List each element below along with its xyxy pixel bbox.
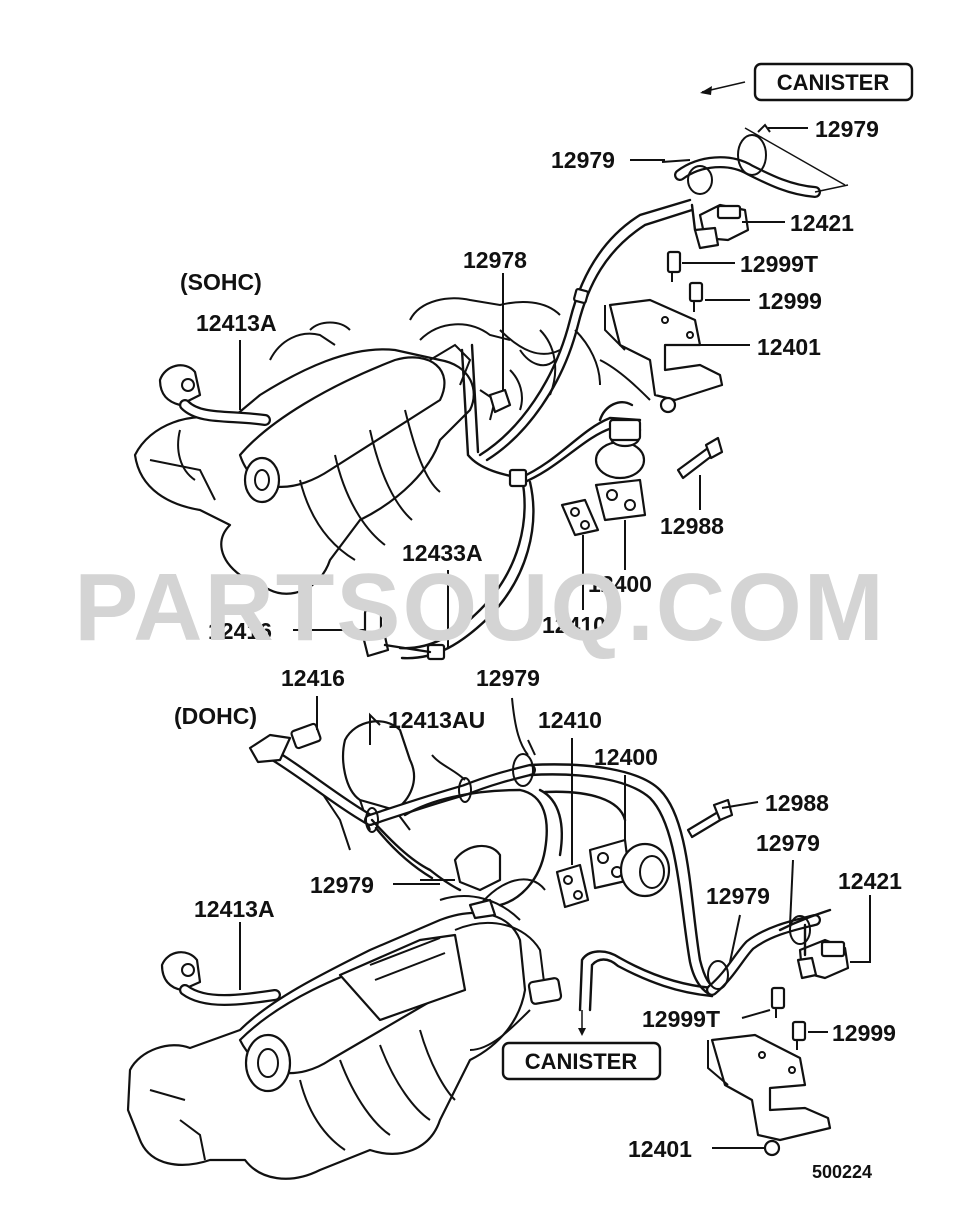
dohc-variant-label: (DOHC) — [174, 703, 257, 729]
callout-12979: 12979 — [756, 830, 820, 856]
diagram-number: 500224 — [812, 1162, 872, 1182]
callout-12421: 12421 — [838, 868, 902, 894]
callout-12978: 12978 — [463, 247, 527, 273]
dohc-solenoid-valve — [706, 908, 850, 996]
sohc-variant-label: (SOHC) — [180, 269, 262, 295]
callout-12979: 12979 — [706, 883, 770, 909]
callout-12413A: 12413A — [194, 896, 275, 922]
callout-12410: 12410 — [538, 707, 602, 733]
callout-12400: 12400 — [594, 744, 658, 770]
dohc-fittings — [248, 722, 536, 920]
callout-12979: 12979 — [310, 872, 374, 898]
dohc-section: CANISTER (DOHC) 12416 12979 12413AU 1241… — [126, 665, 902, 1180]
dohc-canister-callout: CANISTER — [501, 1010, 662, 1081]
callout-12416: 12416 — [208, 618, 272, 644]
sohc-section: CANISTER (SOHC) 12979 12979 12421 — [133, 62, 914, 661]
dohc-canister-box — [501, 1041, 662, 1081]
dohc-egr-valve-assembly — [555, 798, 734, 909]
callout-12979: 12979 — [551, 147, 615, 173]
callout-12999: 12999 — [832, 1020, 896, 1046]
callout-12979: 12979 — [815, 116, 879, 142]
callout-12401: 12401 — [757, 334, 821, 360]
sohc-solenoid-valve — [661, 123, 821, 250]
sohc-intake-manifold — [133, 321, 475, 595]
callout-12999T: 12999T — [642, 1006, 720, 1032]
dohc-canister-label: CANISTER — [525, 1049, 638, 1074]
sohc-canister-callout: CANISTER — [700, 62, 914, 193]
sohc-bracket — [604, 250, 724, 414]
dohc-intake-manifold — [126, 911, 563, 1180]
callout-12999T: 12999T — [740, 251, 818, 277]
sohc-fitting — [360, 608, 432, 658]
sohc-leaders — [239, 127, 808, 648]
sohc-canister-box — [753, 62, 914, 102]
callout-12413AU: 12413AU — [388, 707, 485, 733]
callout-12988: 12988 — [660, 513, 724, 539]
callout-12413A: 12413A — [196, 310, 277, 336]
callout-12400: 12400 — [588, 571, 652, 597]
sohc-canister-label: CANISTER — [777, 70, 890, 95]
callout-12979: 12979 — [476, 665, 540, 691]
callout-12988: 12988 — [765, 790, 829, 816]
dohc-leaders — [239, 696, 871, 1149]
callout-12410: 12410 — [542, 612, 606, 638]
sohc-egr-valve-assembly — [560, 401, 724, 537]
callout-12999: 12999 — [758, 288, 822, 314]
callout-12421: 12421 — [790, 210, 854, 236]
watermark: PARTSOUQ.COM — [74, 554, 886, 661]
dohc-engine-upper — [319, 720, 546, 921]
callout-12433A: 12433A — [402, 540, 483, 566]
dohc-bracket — [707, 986, 832, 1157]
callout-12416: 12416 — [281, 665, 345, 691]
callout-12401: 12401 — [628, 1136, 692, 1162]
